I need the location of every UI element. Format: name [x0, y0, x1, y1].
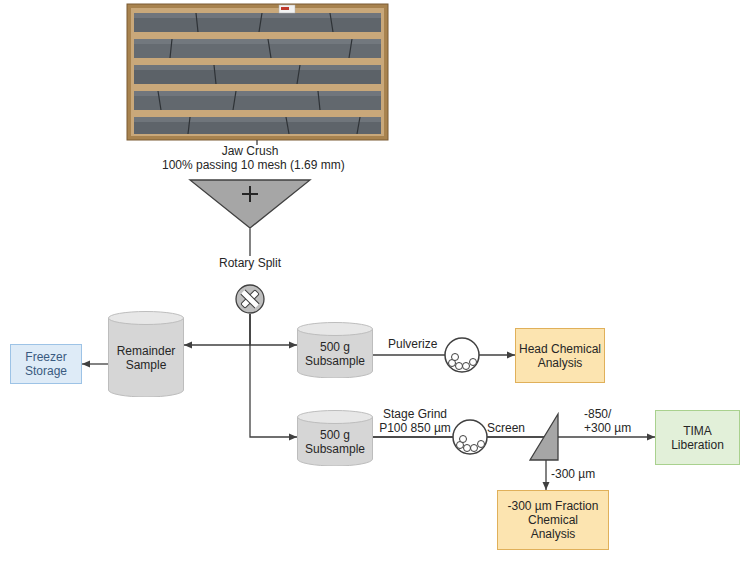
- node-label: Remainder Sample: [113, 344, 179, 372]
- sample-cylinder: 500 g Subsample: [297, 410, 373, 466]
- screen-symbol: [530, 414, 558, 460]
- connector: [373, 352, 515, 359]
- connector-line: [184, 314, 250, 345]
- node-heading: 100% passing 10 mesh (1.69 mm): [162, 158, 338, 172]
- connector-line: [250, 314, 297, 437]
- node-label: TIMA Liberation: [667, 424, 729, 452]
- arrowhead: [507, 352, 515, 359]
- arrowhead: [289, 342, 297, 349]
- arrowhead: [543, 482, 550, 490]
- connector: [184, 314, 250, 349]
- sample-cylinder: 500 g Subsample: [297, 322, 373, 378]
- edge-label: -300 µm: [551, 467, 595, 481]
- rotary-splitter: Rotary Split: [210, 256, 290, 314]
- edge-label: Pulverize: [388, 337, 437, 351]
- connector-line: [373, 437, 546, 490]
- cylinder-body: [109, 318, 184, 397]
- node-label: 500 g Subsample: [304, 428, 366, 456]
- node-heading: Jaw Crush: [162, 144, 338, 158]
- connector: [250, 314, 297, 441]
- node-label: Head Chemical Analysis: [518, 342, 602, 370]
- core-tray-photo: [127, 4, 388, 140]
- cylinder-top: [109, 312, 184, 325]
- crusher-symbol: [190, 180, 310, 228]
- ball-mill-symbol: [453, 420, 487, 454]
- connector-line: [373, 354, 515, 355]
- node-heading: Rotary Split: [210, 256, 290, 270]
- arrowhead: [289, 434, 297, 441]
- sample-cylinder: Remainder Sample: [108, 311, 184, 397]
- node-label: Freezer Storage: [16, 350, 76, 378]
- splitter-cross: [241, 290, 259, 308]
- connector: [82, 361, 108, 368]
- arrowhead: [184, 342, 192, 349]
- connector-line: [249, 228, 250, 256]
- connector: [373, 437, 550, 490]
- arrowhead: [647, 434, 655, 441]
- analysis-box: Head Chemical Analysis: [515, 328, 605, 383]
- cylinder-body: [298, 417, 373, 466]
- arrowhead: [82, 361, 90, 368]
- process-note: Screen: [487, 421, 525, 435]
- cylinder-body: [298, 329, 373, 378]
- storage-box: Freezer Storage: [10, 344, 82, 384]
- node-label: 500 g Subsample: [304, 340, 366, 368]
- crusher-plus: [249, 186, 251, 202]
- cylinder-top: [298, 411, 373, 424]
- analysis-box: -300 µm Fraction Chemical Analysis: [497, 490, 609, 550]
- connector: [250, 314, 297, 349]
- liberation-box: TIMA Liberation: [655, 410, 740, 465]
- node-label: -300 µm Fraction Chemical Analysis: [506, 499, 600, 541]
- splitter-symbol: [236, 285, 264, 313]
- splitter-cross: [241, 290, 259, 308]
- cylinder-top: [298, 323, 373, 336]
- ball-mill-symbol: [445, 338, 479, 372]
- crusher-node: Jaw Crush100% passing 10 mesh (1.69 mm): [162, 144, 338, 228]
- splitter-cross: [241, 290, 259, 308]
- edge-label: -850/ +300 µm: [584, 407, 638, 435]
- connector: [250, 228, 251, 256]
- process-note: Stage Grind P100 850 µm: [376, 407, 454, 435]
- connector-line: [250, 314, 297, 345]
